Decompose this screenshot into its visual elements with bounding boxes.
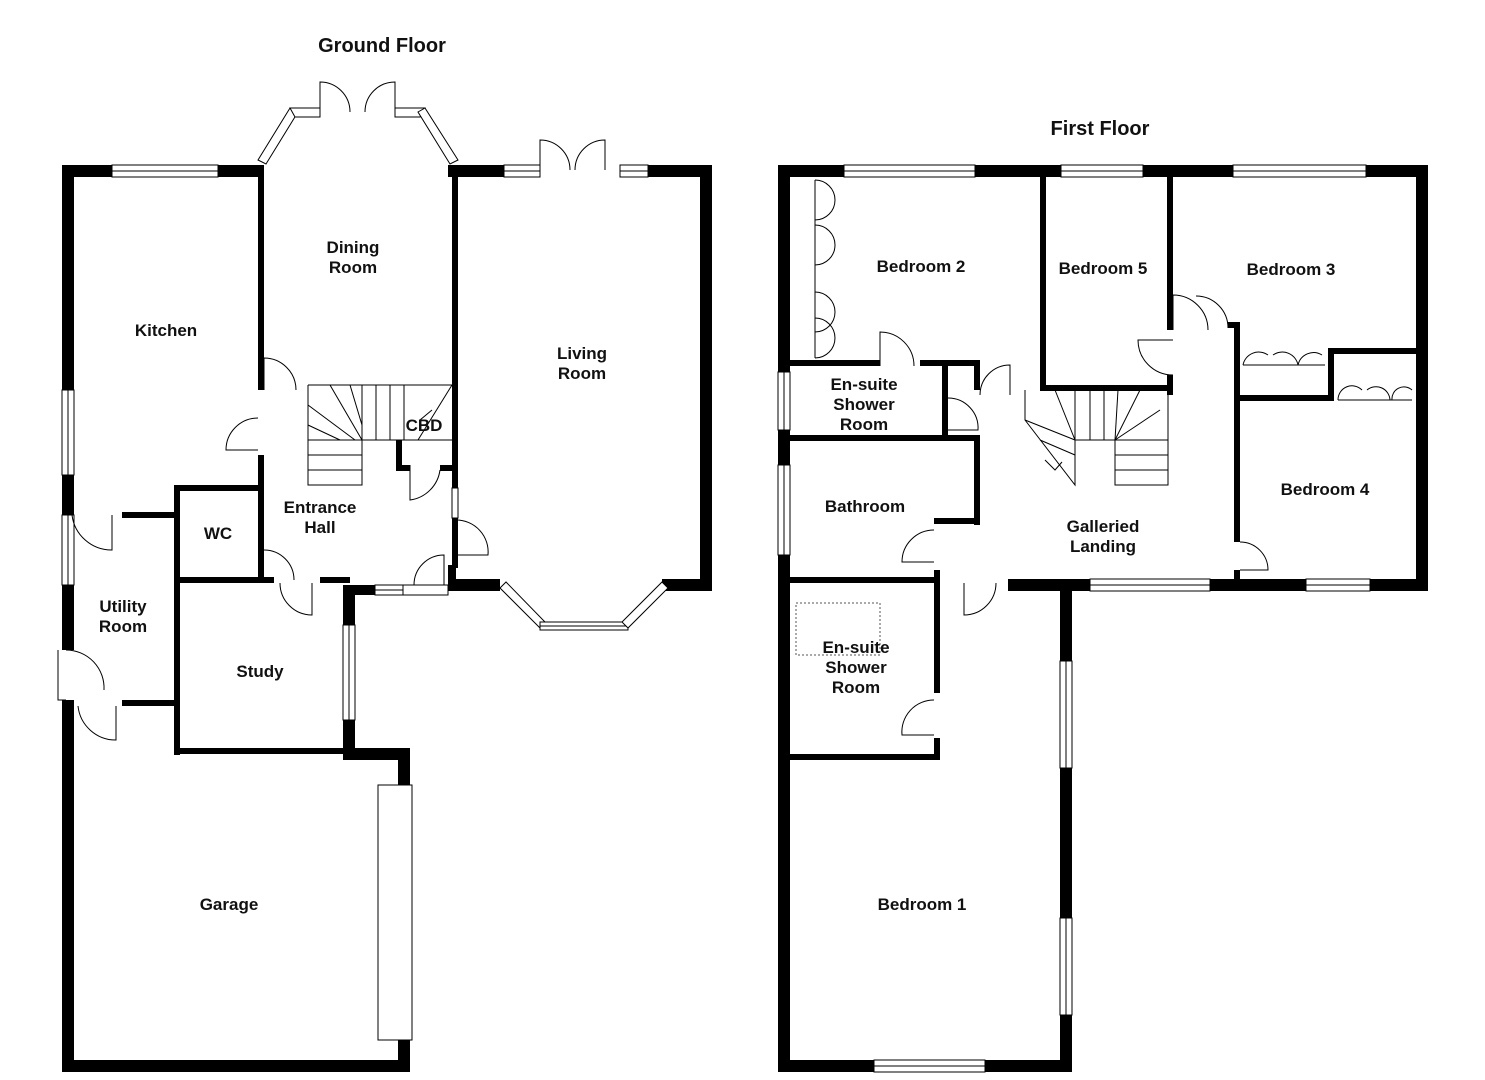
living-bay-window — [499, 581, 669, 631]
ground-floor-windows — [61, 164, 649, 1041]
first-floor-stairs — [1024, 389, 1169, 487]
ground-floor: Ground Floor — [57, 35, 712, 1072]
wardrobes — [814, 179, 1413, 401]
room-bedroom-3-label: Bedroom 3 — [1247, 260, 1336, 279]
room-bedroom-5-label: Bedroom 5 — [1059, 259, 1148, 278]
room-bedroom-1-label: Bedroom 1 — [878, 895, 967, 914]
room-wc-label: WC — [204, 524, 232, 543]
ground-floor-stairs — [307, 384, 453, 486]
room-garage-label: Garage — [200, 895, 259, 914]
room-study-label: Study — [236, 662, 284, 681]
first-floor-walls — [778, 165, 1428, 1072]
room-bedroom-4-label: Bedroom 4 — [1281, 480, 1370, 499]
ground-floor-title: Ground Floor — [318, 35, 446, 57]
first-floor-internal-walls — [784, 170, 1422, 760]
room-bedroom-2-label: Bedroom 2 — [877, 257, 966, 276]
shower-tray — [795, 602, 881, 656]
room-bathroom-label: Bathroom — [825, 497, 905, 516]
ground-floor-doors — [57, 139, 606, 741]
ground-floor-internal-walls — [122, 170, 458, 755]
first-floor-title: First Floor — [1051, 118, 1150, 140]
first-floor-windows — [777, 164, 1371, 1073]
room-cbd-label: CBD — [406, 416, 443, 435]
first-floor-doors — [879, 294, 1269, 736]
room-kitchen-label: Kitchen — [135, 321, 197, 340]
first-floor: First Floor — [777, 118, 1428, 1073]
dining-bay-window — [257, 81, 459, 165]
